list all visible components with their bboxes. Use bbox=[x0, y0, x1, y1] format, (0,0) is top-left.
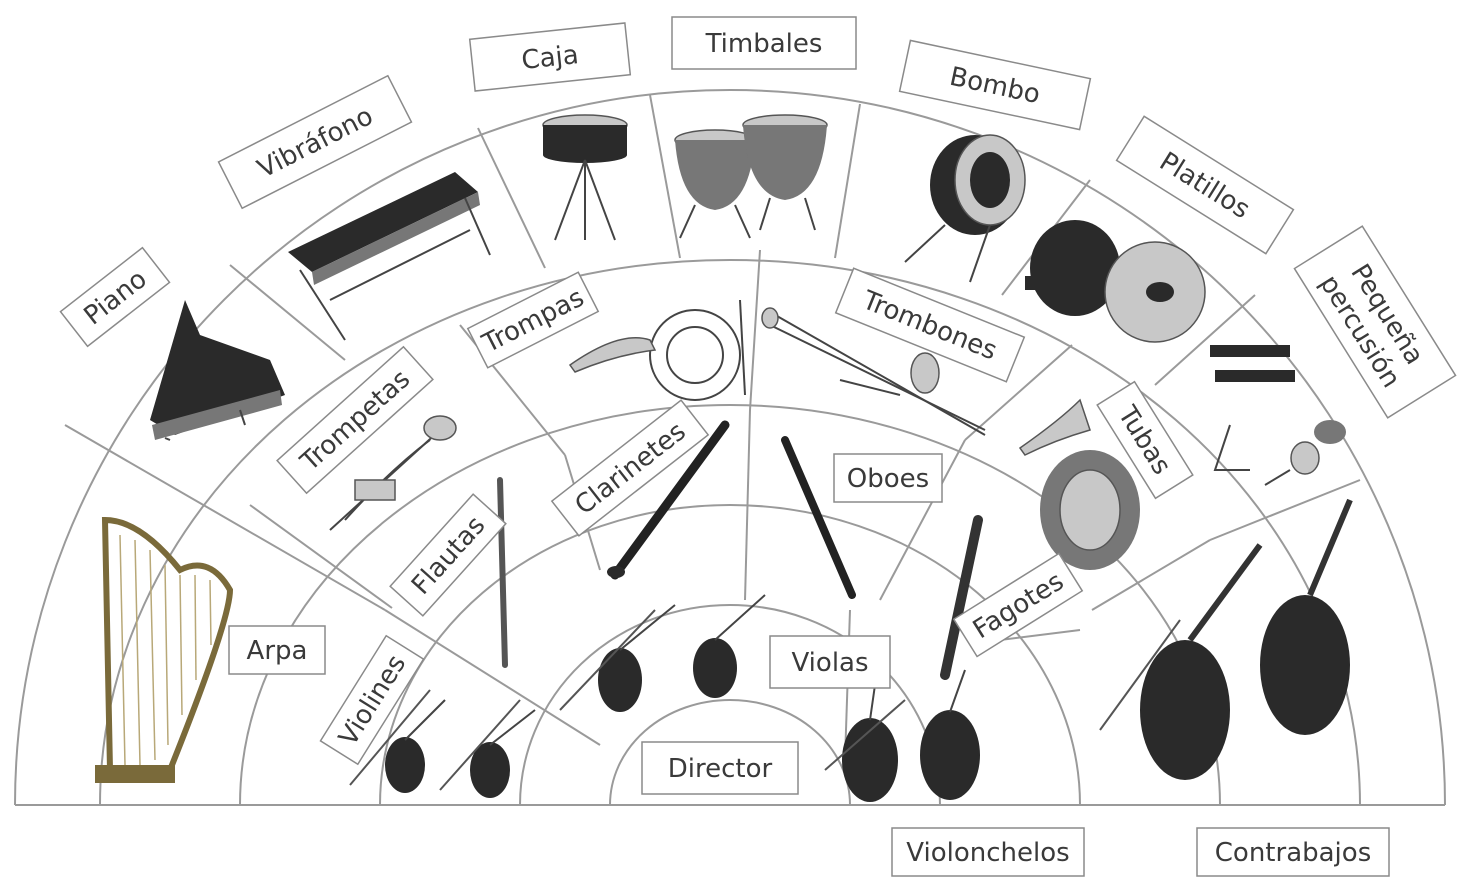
harp-icon bbox=[95, 516, 234, 783]
outer-ring bbox=[14, 89, 1446, 806]
bassoon-icon bbox=[940, 515, 983, 680]
label-piano: Piano bbox=[59, 246, 171, 348]
label-timbales: Timbales bbox=[671, 16, 857, 70]
oboe-icon bbox=[781, 436, 856, 599]
label-flautas: Flautas bbox=[389, 493, 507, 617]
bass-drum-icon bbox=[904, 134, 1026, 283]
divider bbox=[749, 249, 761, 411]
flute-icon bbox=[497, 477, 508, 668]
label-caja-text: Caja bbox=[520, 40, 580, 76]
divider bbox=[1209, 479, 1361, 541]
divider bbox=[1154, 294, 1256, 386]
label-violonchelos: Violonchelos bbox=[891, 827, 1085, 877]
label-violas-text: Violas bbox=[791, 648, 868, 678]
vibraphone-icon bbox=[288, 172, 491, 341]
grand-piano-icon bbox=[150, 300, 285, 441]
divider bbox=[744, 409, 751, 601]
divider bbox=[229, 264, 346, 361]
french-horn-icon bbox=[568, 299, 746, 401]
divider bbox=[964, 344, 1073, 441]
cello-icon bbox=[824, 669, 980, 802]
ring-5 bbox=[519, 604, 941, 806]
cymbals-icon bbox=[1025, 220, 1206, 343]
timpani-icon bbox=[674, 114, 828, 239]
trombone-icon bbox=[761, 307, 986, 436]
label-clarinetes: Clarinetes bbox=[550, 399, 710, 537]
divider bbox=[384, 609, 601, 746]
label-caja: Caja bbox=[468, 22, 632, 92]
clarinet-icon bbox=[607, 420, 730, 580]
label-vibrafono: Vibráfono bbox=[217, 74, 413, 210]
divider bbox=[249, 504, 393, 609]
label-director-text: Director bbox=[668, 754, 773, 784]
divider bbox=[1091, 539, 1211, 611]
divider bbox=[64, 424, 386, 611]
label-trompetas-text: Trompetas bbox=[295, 364, 417, 478]
label-violonchelos-text: Violonchelos bbox=[906, 838, 1069, 868]
divider bbox=[477, 127, 546, 269]
label-contrabajos: Contrabajos bbox=[1196, 827, 1390, 877]
label-timbales-text: Timbales bbox=[705, 29, 823, 59]
label-violas: Violas bbox=[769, 635, 891, 689]
label-trompetas: Trompetas bbox=[276, 345, 434, 495]
label-fagotes: Fagotes bbox=[952, 552, 1084, 658]
small-percussion-icon bbox=[1210, 345, 1346, 486]
label-bombo: Bombo bbox=[898, 39, 1092, 131]
snare-drum-icon bbox=[542, 114, 628, 241]
label-arpa: Arpa bbox=[228, 625, 326, 675]
label-oboes: Oboes bbox=[833, 453, 943, 503]
divider bbox=[879, 439, 966, 601]
divider bbox=[649, 94, 681, 259]
label-clarinetes-text: Clarinetes bbox=[570, 417, 692, 522]
label-pequena-percusion: Pequeña percusión bbox=[1293, 225, 1457, 419]
viola-icon bbox=[559, 594, 766, 712]
label-director: Director bbox=[641, 741, 799, 795]
tuba-icon bbox=[1018, 398, 1140, 570]
label-oboes-text: Oboes bbox=[847, 464, 929, 494]
violin-icon bbox=[349, 689, 536, 798]
label-platillos: Platillos bbox=[1115, 115, 1295, 255]
ring-3 bbox=[239, 404, 1221, 806]
trumpet-icon bbox=[329, 415, 457, 531]
ring-2 bbox=[99, 259, 1361, 806]
label-contrabajos-text: Contrabajos bbox=[1215, 838, 1371, 868]
double-bass-icon bbox=[1099, 498, 1353, 780]
director-ring bbox=[609, 699, 851, 806]
label-arpa-text: Arpa bbox=[247, 636, 308, 666]
divider bbox=[999, 629, 1081, 641]
divider bbox=[834, 103, 861, 259]
